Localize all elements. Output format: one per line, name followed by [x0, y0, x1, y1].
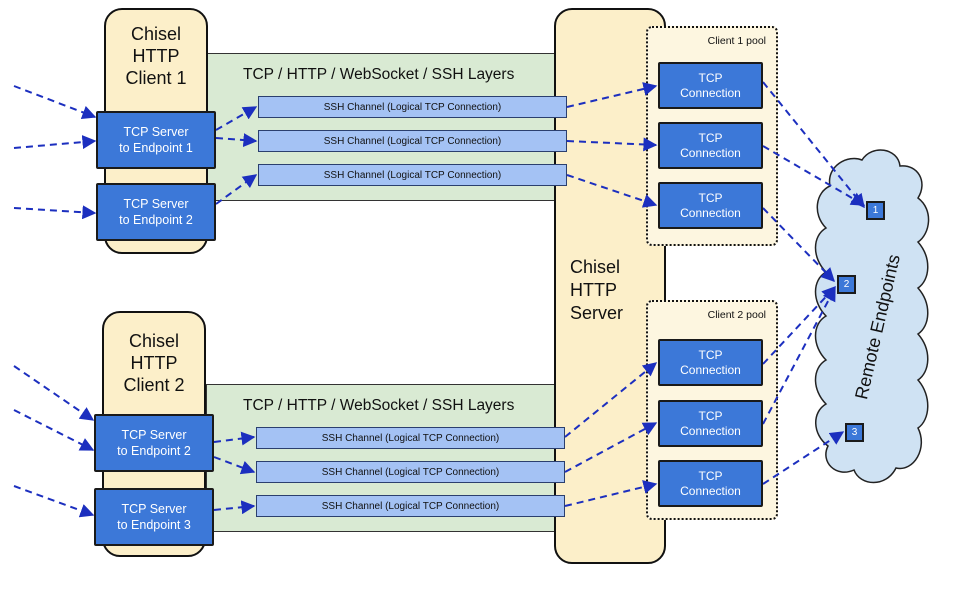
arrow — [13, 85, 97, 120]
pool-label: Client 2 pool — [707, 309, 766, 321]
client-title: Chisel HTTP Client 1 — [125, 24, 187, 88]
tcp-connection: TCP Connection — [658, 339, 763, 386]
ssh-channel: SSH Channel (Logical TCP Connection) — [258, 164, 567, 186]
pool-label: Client 1 pool — [707, 35, 766, 47]
client-title: Chisel HTTP Client 2 — [123, 331, 185, 395]
tcp-connection: TCP Connection — [658, 400, 763, 447]
tcp-connection: TCP Connection — [658, 182, 763, 229]
arrow — [13, 135, 97, 150]
arrow — [13, 485, 95, 518]
arrow — [13, 205, 97, 220]
ssh-channel: SSH Channel (Logical TCP Connection) — [258, 130, 567, 152]
remote-endpoint-1: 1 — [866, 201, 885, 220]
ssh-channel: SSH Channel (Logical TCP Connection) — [256, 461, 565, 483]
tcp-connection: TCP Connection — [658, 460, 763, 507]
arrow — [13, 365, 95, 421]
tcp-connection: TCP Connection — [658, 122, 763, 169]
tcp-server-client1-ep1: TCP Server to Endpoint 1 — [96, 111, 216, 169]
arrow — [13, 409, 95, 451]
ssh-channel: SSH Channel (Logical TCP Connection) — [256, 427, 565, 449]
tcp-connection: TCP Connection — [658, 62, 763, 109]
remote-endpoint-3: 3 — [845, 423, 864, 442]
ssh-channel: SSH Channel (Logical TCP Connection) — [258, 96, 567, 118]
server-title: Chisel HTTP Server — [570, 257, 624, 323]
tcp-server-client2-ep3: TCP Server to Endpoint 3 — [94, 488, 214, 546]
tcp-server-client2-ep2: TCP Server to Endpoint 2 — [94, 414, 214, 472]
ssh-channel: SSH Channel (Logical TCP Connection) — [256, 495, 565, 517]
transport-layer-title: TCP / HTTP / WebSocket / SSH Layers — [243, 397, 515, 414]
remote-endpoint-2: 2 — [837, 275, 856, 294]
transport-layer-title: TCP / HTTP / WebSocket / SSH Layers — [243, 66, 515, 83]
tcp-server-client1-ep2: TCP Server to Endpoint 2 — [96, 183, 216, 241]
